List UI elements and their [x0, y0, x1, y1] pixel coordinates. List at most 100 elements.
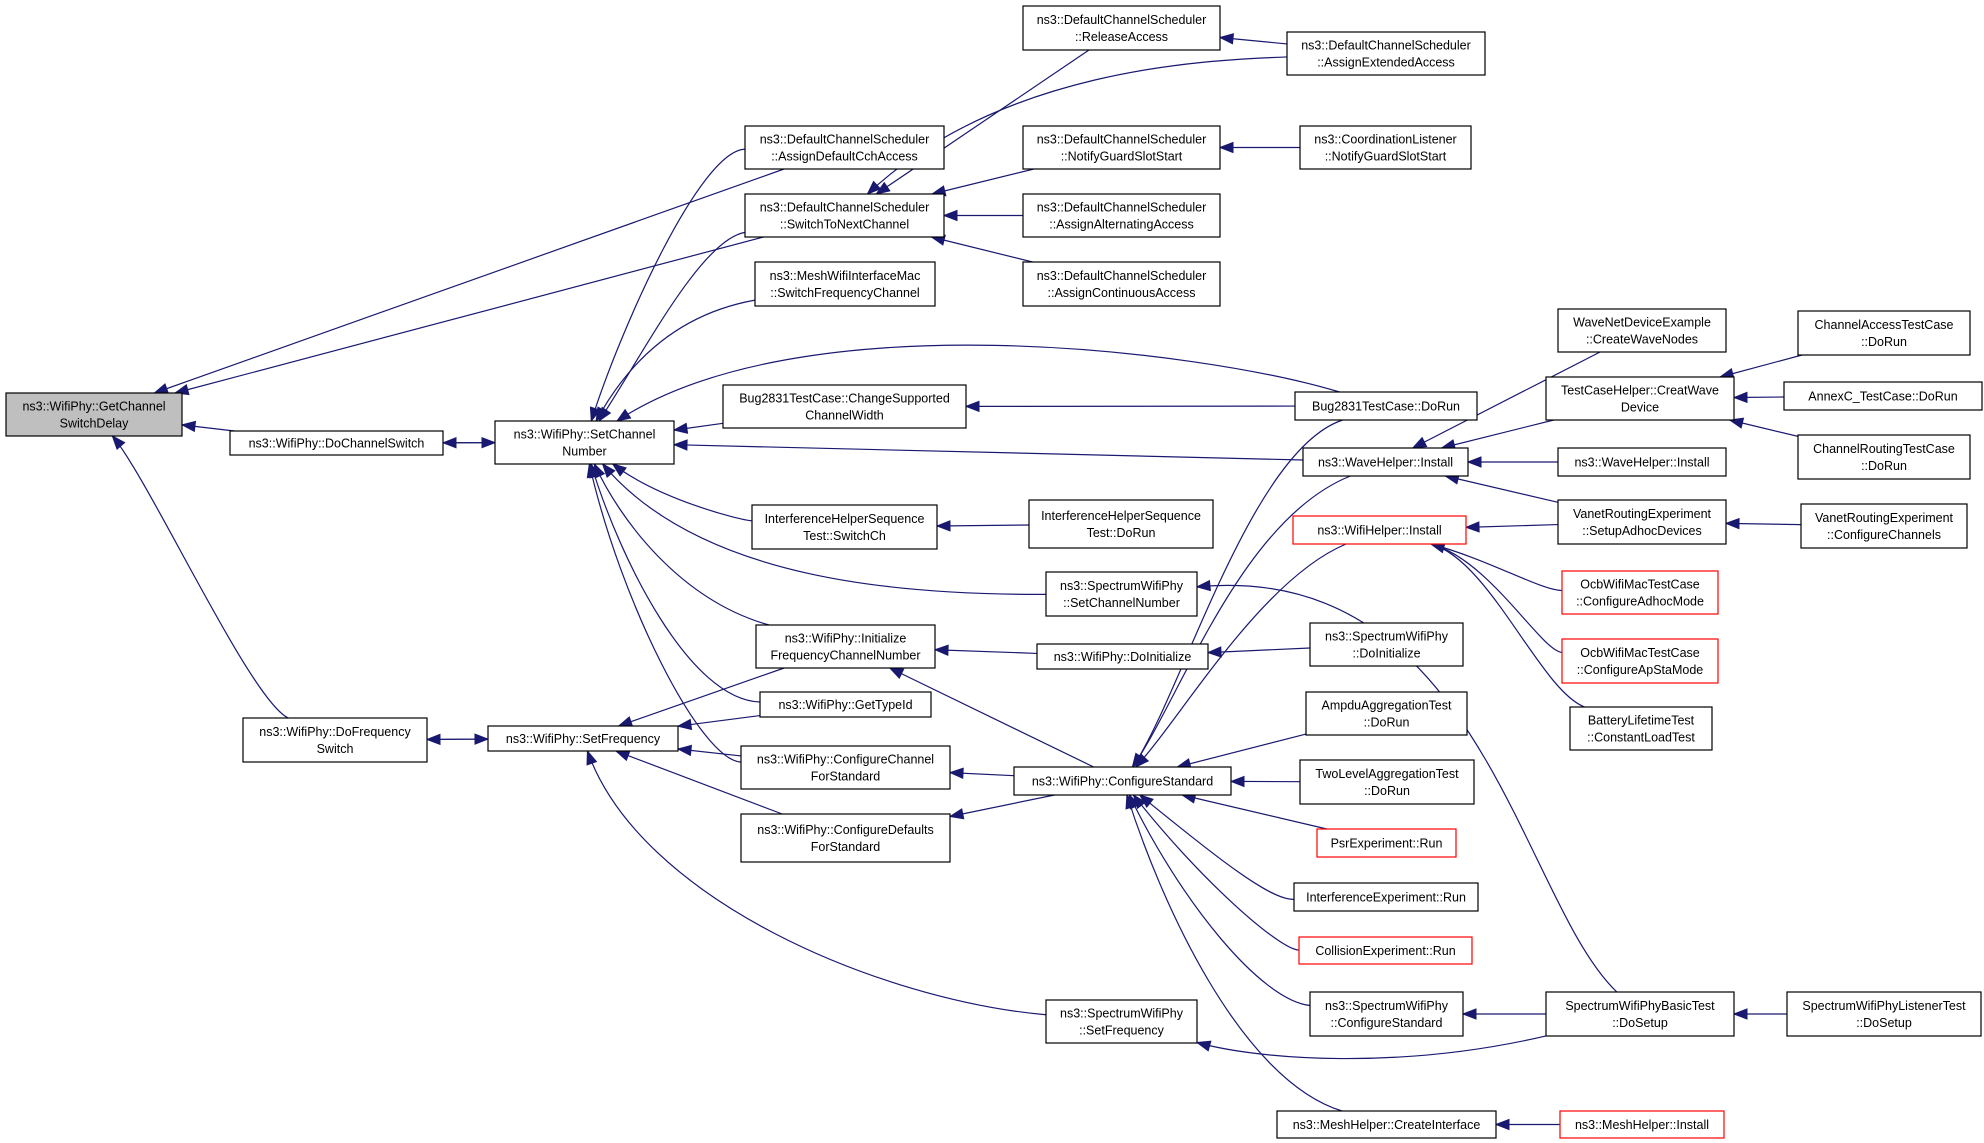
- graph-node-n27[interactable]: ns3::WaveHelper::Install: [1302, 447, 1469, 477]
- node-box: [1022, 125, 1221, 170]
- node-box: [740, 745, 951, 790]
- graph-node-n37[interactable]: WaveNetDeviceExample::CreateWaveNodes: [1557, 308, 1727, 353]
- graph-node-n18[interactable]: ns3::DefaultChannelScheduler::AssignCont…: [1022, 261, 1221, 307]
- node-box: [1045, 999, 1198, 1044]
- node-label-line: ns3::WifiPhy::Initialize: [785, 632, 907, 646]
- arrowhead-icon: [180, 420, 197, 433]
- graph-node-n42[interactable]: OcbWifiMacTestCase::ConfigureApStaMode: [1561, 638, 1719, 684]
- graph-node-n11[interactable]: ns3::WifiPhy::InitializeFrequencyChannel…: [755, 624, 936, 669]
- node-label-line: ::ConfigureAdhocMode: [1576, 595, 1704, 609]
- arrowhead-icon: [474, 733, 490, 745]
- graph-node-n15[interactable]: ns3::DefaultChannelScheduler::ReleaseAcc…: [1022, 5, 1221, 51]
- node-label-line: TestCaseHelper::CreatWave: [1561, 384, 1719, 398]
- graph-node-n31[interactable]: TwoLevelAggregationTest::DoRun: [1299, 759, 1475, 805]
- graph-node-n32[interactable]: PsrExperiment::Run: [1316, 828, 1457, 858]
- node-label-line: ::NotifyGuardSlotStart: [1325, 150, 1447, 164]
- graph-node-n6[interactable]: ns3::DefaultChannelScheduler::AssignDefa…: [744, 125, 945, 170]
- graph-node-n9[interactable]: Bug2831TestCase::ChangeSupportedChannelW…: [722, 384, 967, 429]
- graph-node-n22[interactable]: ns3::WifiPhy::ConfigureStandard: [1013, 766, 1232, 796]
- graph-node-n50[interactable]: SpectrumWifiPhyListenerTest::DoSetup: [1786, 991, 1982, 1037]
- graph-node-n23[interactable]: ns3::SpectrumWifiPhy::SetFrequency: [1045, 999, 1198, 1044]
- graph-node-n40[interactable]: VanetRoutingExperiment::SetupAdhocDevice…: [1557, 499, 1727, 545]
- edge-layer: [111, 33, 1803, 1131]
- node-label-line: ns3::DefaultChannelScheduler: [1301, 39, 1471, 53]
- graph-node-n21[interactable]: ns3::WifiPhy::DoInitialize: [1036, 643, 1209, 670]
- node-box: [229, 430, 444, 456]
- edge-n6-to-n1: [154, 168, 785, 394]
- arrowhead-icon: [1195, 1040, 1212, 1052]
- node-label-line: InterferenceHelperSequence: [1041, 509, 1201, 523]
- node-label-line: ns3::MeshHelper::Install: [1575, 1118, 1709, 1132]
- graph-node-n36[interactable]: ns3::MeshHelper::CreateInterface: [1276, 1110, 1497, 1139]
- graph-node-n47[interactable]: AnnexC_TestCase::DoRun: [1783, 381, 1983, 411]
- node-label-line: ns3::DefaultChannelScheduler: [1037, 269, 1207, 283]
- graph-node-n46[interactable]: ChannelAccessTestCase::DoRun: [1797, 310, 1971, 356]
- graph-node-n49[interactable]: VanetRoutingExperiment::ConfigureChannel…: [1800, 503, 1968, 549]
- node-box: [1305, 691, 1468, 736]
- node-label-line: ::SwitchFrequencyChannel: [770, 286, 919, 300]
- node-label-line: ::DoRun: [1364, 784, 1410, 798]
- graph-node-n8[interactable]: ns3::MeshWifiInterfaceMac::SwitchFrequen…: [754, 261, 936, 307]
- graph-node-n16[interactable]: ns3::DefaultChannelScheduler::NotifyGuar…: [1022, 125, 1221, 170]
- edge-n7-to-n1: [174, 236, 764, 394]
- node-box: [1045, 571, 1198, 617]
- node-label-line: ::DoSetup: [1612, 1016, 1668, 1030]
- graph-node-n5[interactable]: ns3::WifiPhy::SetFrequency: [487, 725, 679, 752]
- graph-node-n43[interactable]: BatteryLifetimeTest::ConstantLoadTest: [1569, 706, 1713, 751]
- graph-node-n26[interactable]: Bug2831TestCase::DoRun: [1294, 391, 1478, 421]
- node-label-line: ns3::DefaultChannelScheduler: [760, 133, 930, 147]
- arrowhead-icon: [676, 744, 693, 757]
- node-box: [1569, 706, 1713, 751]
- graph-node-n39[interactable]: ns3::WaveHelper::Install: [1557, 447, 1727, 477]
- edge-n11-to-n4: [593, 463, 770, 626]
- edge-n38-to-n27: [1441, 419, 1554, 449]
- node-label-line: ns3::WaveHelper::Install: [1574, 456, 1709, 470]
- node-box: [1557, 447, 1727, 477]
- edge-n27-to-n22: [1131, 475, 1351, 768]
- arrowhead-icon: [964, 400, 980, 413]
- arrowhead-icon: [111, 434, 126, 450]
- arrowhead-icon: [1461, 1008, 1477, 1020]
- graph-node-n24[interactable]: ns3::DefaultChannelScheduler::AssignExte…: [1286, 31, 1486, 76]
- graph-node-n2[interactable]: ns3::WifiPhy::DoChannelSwitch: [229, 430, 444, 456]
- arrowhead-icon: [933, 644, 949, 656]
- graph-node-n4[interactable]: ns3::WifiPhy::SetChannelNumber: [494, 420, 675, 465]
- graph-node-n41[interactable]: OcbWifiMacTestCase::ConfigureAdhocMode: [1561, 570, 1719, 615]
- graph-node-n30[interactable]: AmpduAggregationTest::DoRun: [1305, 691, 1468, 736]
- graph-node-n7[interactable]: ns3::DefaultChannelScheduler::SwitchToNe…: [744, 193, 945, 238]
- arrowhead-icon: [1195, 579, 1211, 592]
- arrowhead-icon: [1218, 141, 1234, 154]
- graph-node-n34[interactable]: CollisionExperiment::Run: [1298, 936, 1473, 965]
- graph-node-n33[interactable]: InterferenceExperiment::Run: [1293, 882, 1479, 912]
- graph-node-n13[interactable]: ns3::WifiPhy::ConfigureChannelForStandar…: [740, 745, 951, 790]
- graph-node-n17[interactable]: ns3::DefaultChannelScheduler::AssignAlte…: [1022, 193, 1221, 238]
- node-label-line: ::SetupAdhocDevices: [1582, 524, 1702, 538]
- graph-node-n44[interactable]: SpectrumWifiPhyBasicTest::DoSetup: [1545, 991, 1735, 1037]
- graph-node-n48[interactable]: ChannelRoutingTestCase::DoRun: [1797, 434, 1971, 480]
- node-label-line: Switch: [317, 742, 354, 756]
- graph-node-n25[interactable]: ns3::CoordinationListener::NotifyGuardSl…: [1299, 125, 1472, 170]
- node-label-line: BatteryLifetimeTest: [1588, 714, 1695, 728]
- edge-n44-to-n19: [1196, 584, 1618, 993]
- graph-node-n14[interactable]: ns3::WifiPhy::ConfigureDefaultsForStanda…: [740, 813, 951, 863]
- node-layer: ns3::WifiPhy::GetChannelSwitchDelayns3::…: [5, 5, 1983, 1139]
- arrowhead-icon: [1218, 33, 1234, 45]
- node-label-line: ns3::WifiPhy::DoInitialize: [1054, 650, 1192, 664]
- node-box: [1559, 1110, 1725, 1139]
- edge-n36-to-n22: [1126, 794, 1343, 1112]
- graph-node-n12[interactable]: ns3::WifiPhy::GetTypeId: [759, 691, 932, 718]
- graph-node-n29[interactable]: ns3::SpectrumWifiPhy::DoInitialize: [1309, 622, 1464, 667]
- arrowhead-icon: [595, 406, 608, 423]
- graph-node-n19[interactable]: ns3::SpectrumWifiPhy::SetChannelNumber: [1045, 571, 1198, 617]
- node-label-line: ns3::SpectrumWifiPhy: [1325, 999, 1449, 1013]
- graph-node-n45[interactable]: ns3::MeshHelper::Install: [1559, 1110, 1725, 1139]
- graph-node-n35[interactable]: ns3::SpectrumWifiPhy::ConfigureStandard: [1309, 991, 1464, 1037]
- node-label-line: ChannelWidth: [805, 409, 884, 423]
- graph-node-n28[interactable]: ns3::WifiHelper::Install: [1292, 515, 1467, 545]
- node-label-line: ::ConstantLoadTest: [1587, 731, 1695, 745]
